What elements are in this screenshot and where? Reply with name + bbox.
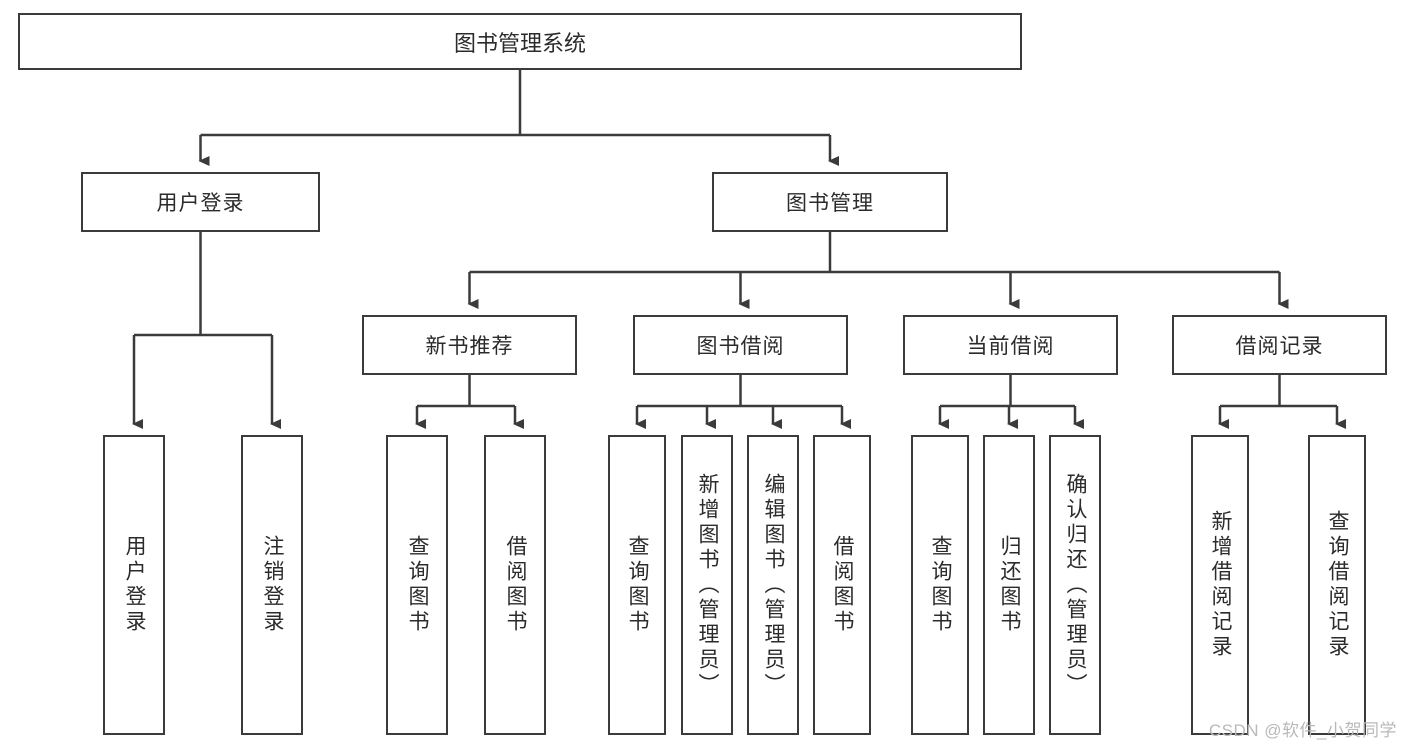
node-new-book-recommend[interactable]: 新书推荐 xyxy=(362,315,577,375)
node-root[interactable]: 图书管理系统 xyxy=(18,13,1022,70)
node-leaf-borrow-book-recommend[interactable]: 借阅图书 xyxy=(484,435,546,735)
node-leaf-logout-login[interactable]: 注销登录 xyxy=(241,435,303,735)
node-leaf-confirm-return-admin[interactable]: 确认归还（管理员） xyxy=(1049,435,1101,735)
node-leaf-borrow-book[interactable]: 借阅图书 xyxy=(813,435,871,735)
csdn-watermark: CSDN @软件_小贺同学 xyxy=(1208,721,1397,740)
node-current-borrow[interactable]: 当前借阅 xyxy=(903,315,1118,375)
node-leaf-return-book[interactable]: 归还图书 xyxy=(983,435,1035,735)
node-leaf-add-borrow-record[interactable]: 新增借阅记录 xyxy=(1191,435,1249,735)
node-leaf-edit-book-admin[interactable]: 编辑图书（管理员） xyxy=(747,435,799,735)
node-leaf-user-login[interactable]: 用户登录 xyxy=(103,435,165,735)
node-leaf-add-book-admin[interactable]: 新增图书（管理员） xyxy=(681,435,733,735)
node-leaf-query-borrow-record[interactable]: 查询借阅记录 xyxy=(1308,435,1366,735)
node-user-login[interactable]: 用户登录 xyxy=(81,172,320,232)
node-book-borrow[interactable]: 图书借阅 xyxy=(633,315,848,375)
node-borrow-record[interactable]: 借阅记录 xyxy=(1172,315,1387,375)
node-leaf-query-book-current[interactable]: 查询图书 xyxy=(911,435,969,735)
node-book-management[interactable]: 图书管理 xyxy=(712,172,948,232)
node-leaf-query-book-borrow[interactable]: 查询图书 xyxy=(608,435,666,735)
node-leaf-query-book-recommend[interactable]: 查询图书 xyxy=(386,435,448,735)
